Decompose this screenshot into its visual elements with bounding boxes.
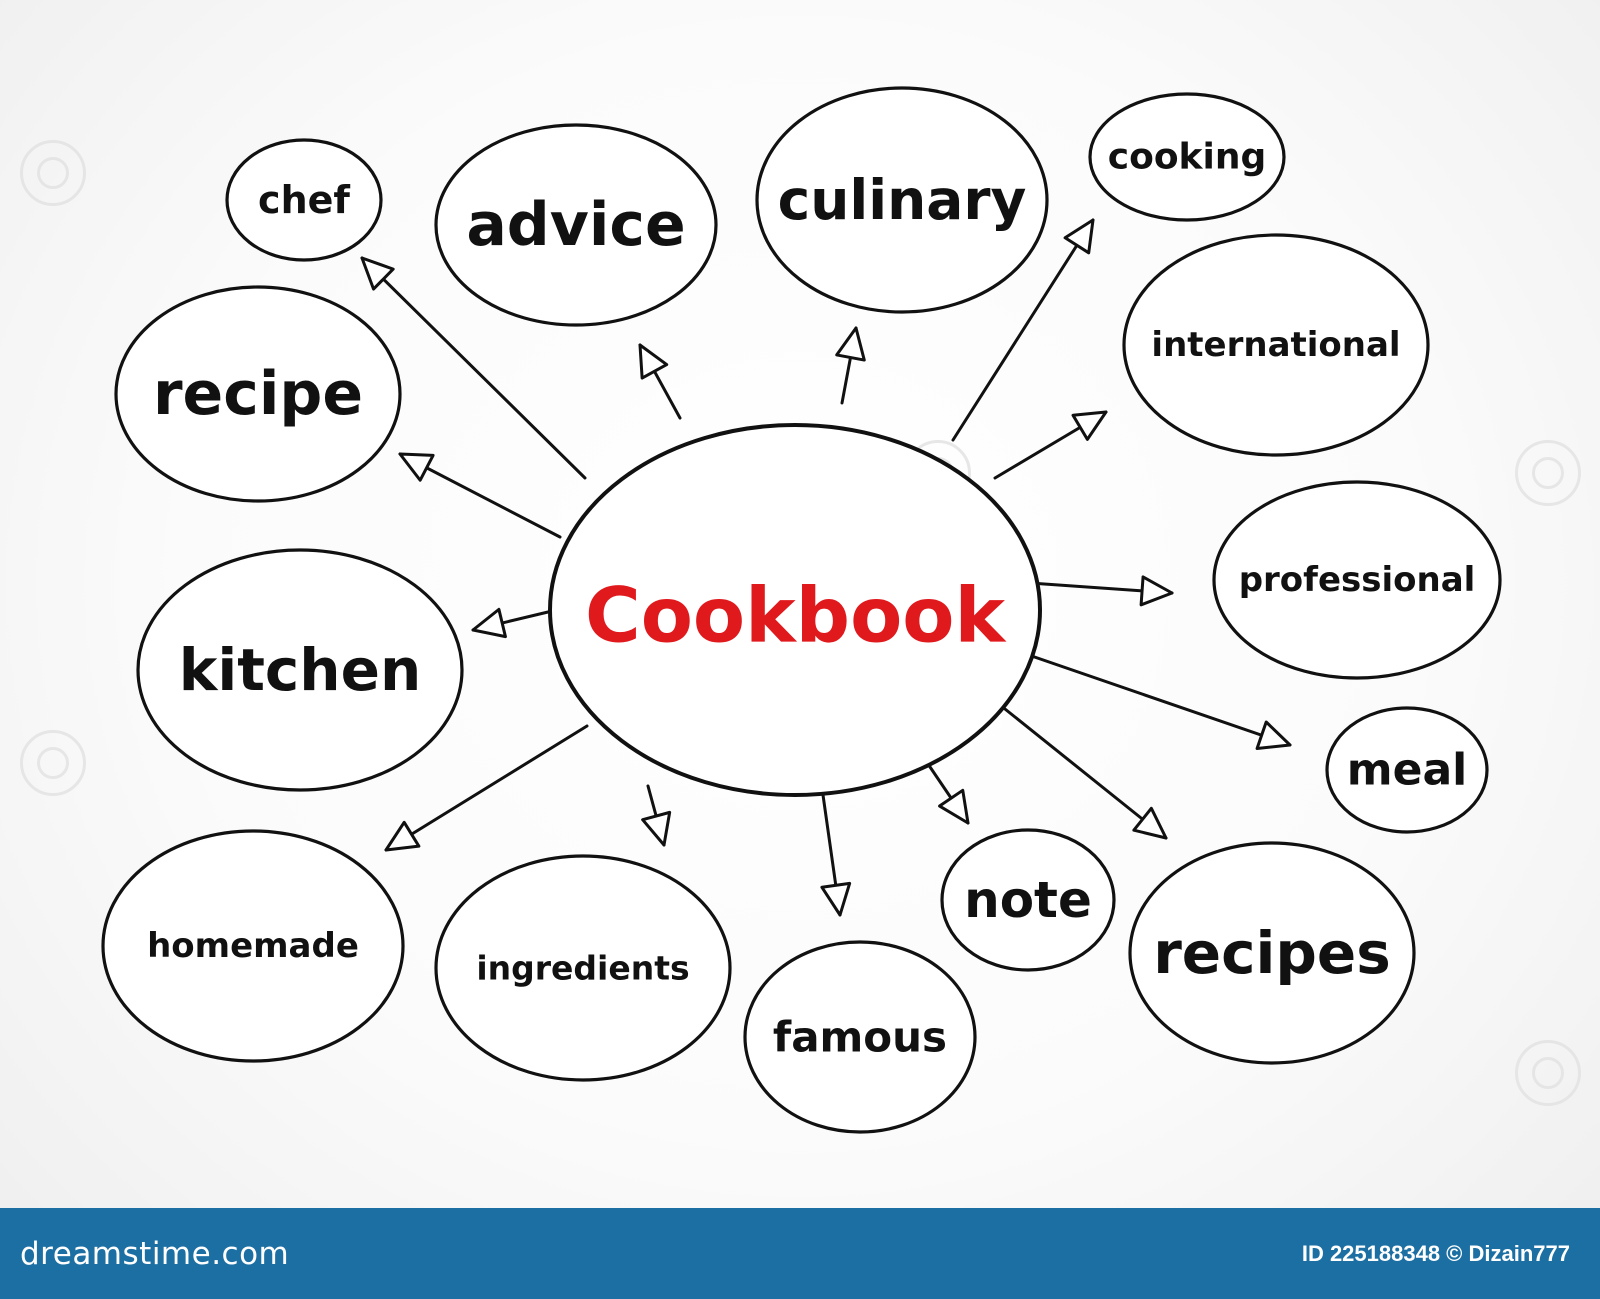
node-label: recipes bbox=[1153, 919, 1391, 987]
node-international: international bbox=[1122, 233, 1430, 457]
arrowhead-icon bbox=[938, 788, 970, 825]
node-ingredients: ingredients bbox=[434, 854, 732, 1082]
footer-bar: dreamstime.com ID 225188348 © Dizain777 bbox=[0, 1208, 1600, 1299]
arrowhead-icon bbox=[835, 326, 866, 362]
node-label: meal bbox=[1347, 745, 1467, 796]
node-ellipse bbox=[101, 829, 405, 1063]
node-label: ingredients bbox=[476, 949, 689, 988]
arrowhead-icon bbox=[641, 810, 672, 847]
node-chef: chef bbox=[225, 138, 383, 262]
node-homemade: homemade bbox=[101, 829, 405, 1063]
arrowhead-icon bbox=[384, 820, 421, 852]
watermark-logo-icon bbox=[20, 140, 86, 206]
node-cooking: cooking bbox=[1088, 92, 1286, 222]
connector-line bbox=[384, 724, 589, 852]
arrowhead-icon bbox=[398, 452, 435, 482]
node-label: recipe bbox=[153, 359, 363, 429]
node-label: homemade bbox=[147, 926, 359, 966]
node-label: advice bbox=[466, 190, 685, 260]
connector-layer bbox=[360, 218, 1292, 917]
node-label: chef bbox=[258, 178, 350, 222]
node-label: cooking bbox=[1108, 137, 1266, 178]
watermark-logo-icon bbox=[1515, 1040, 1581, 1106]
center-label: Cookbook bbox=[585, 571, 1007, 660]
node-culinary: culinary bbox=[755, 86, 1049, 314]
node-ellipse bbox=[1088, 92, 1286, 222]
node-note: note bbox=[940, 828, 1116, 972]
mind-map: Cookbook chef advice culinary cooking in… bbox=[101, 86, 1502, 1134]
node-kitchen: kitchen bbox=[136, 548, 464, 792]
node-professional: professional bbox=[1212, 480, 1502, 680]
arrowhead-icon bbox=[638, 343, 669, 380]
node-meal: meal bbox=[1325, 706, 1489, 834]
arrowhead-icon bbox=[1063, 218, 1095, 255]
arrowhead-icon bbox=[360, 256, 395, 291]
node-famous: famous bbox=[743, 940, 977, 1134]
connector-line bbox=[998, 703, 1168, 840]
node-label: note bbox=[964, 871, 1092, 929]
arrowhead-icon bbox=[820, 881, 852, 917]
arrowhead-icon bbox=[1255, 720, 1292, 750]
footer-image-credit: ID 225188348 © Dizain777 bbox=[1301, 1240, 1570, 1266]
node-ellipse bbox=[1128, 841, 1416, 1065]
arrowhead-icon bbox=[1139, 575, 1174, 607]
node-ellipse bbox=[225, 138, 383, 262]
connector-line bbox=[951, 218, 1095, 442]
node-ellipse bbox=[1122, 233, 1430, 457]
node-recipes: recipes bbox=[1128, 841, 1416, 1065]
footer-brand-logo[interactable]: dreamstime.com bbox=[20, 1235, 290, 1272]
node-label: professional bbox=[1239, 560, 1476, 600]
node-ellipse bbox=[136, 548, 464, 792]
node-ellipse bbox=[114, 285, 402, 503]
node-label: kitchen bbox=[179, 636, 421, 704]
node-ellipse bbox=[743, 940, 977, 1134]
watermark-logo-icon bbox=[1515, 440, 1581, 506]
node-label: international bbox=[1151, 325, 1400, 365]
center-ellipse bbox=[548, 423, 1042, 797]
node-ellipse bbox=[1212, 480, 1502, 680]
node-ellipse bbox=[755, 86, 1049, 314]
connector-line bbox=[1018, 650, 1292, 747]
arrowhead-icon bbox=[1132, 806, 1168, 840]
arrowhead-icon bbox=[471, 607, 507, 639]
node-label: famous bbox=[773, 1013, 947, 1062]
center-node: Cookbook bbox=[548, 423, 1042, 797]
watermark-logo-icon bbox=[20, 730, 86, 796]
connector-line bbox=[360, 256, 587, 480]
node-label: culinary bbox=[778, 168, 1027, 232]
node-recipe: recipe bbox=[114, 285, 402, 503]
node-ellipse bbox=[434, 854, 732, 1082]
node-ellipse bbox=[434, 123, 718, 327]
node-ellipse bbox=[1325, 706, 1489, 834]
node-advice: advice bbox=[434, 123, 718, 327]
node-ellipse bbox=[940, 828, 1116, 972]
arrowhead-icon bbox=[1071, 410, 1108, 441]
